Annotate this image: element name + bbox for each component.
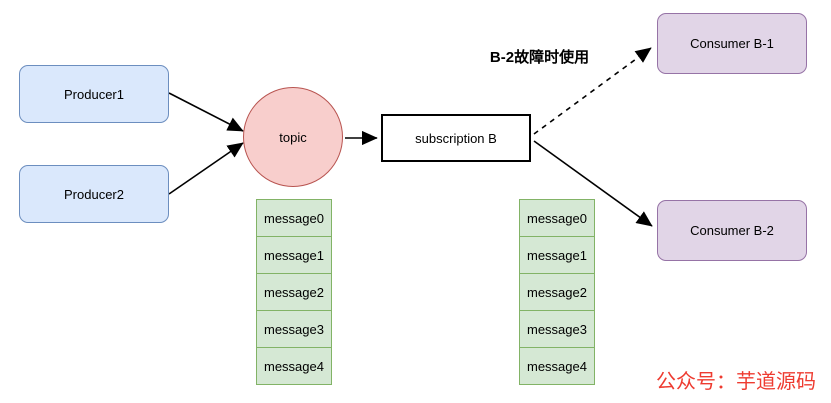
topic-label: topic [279, 129, 307, 145]
consumer-b1-label: Consumer B-1 [690, 36, 774, 51]
subscription-b-node: subscription B [381, 114, 531, 162]
topic-message-stack: message0 message1 message2 message3 mess… [256, 199, 332, 385]
message-cell: message2 [519, 273, 595, 311]
consumer-b1-node: Consumer B-1 [657, 13, 807, 74]
message-cell: message3 [519, 310, 595, 348]
consumer-b2-label: Consumer B-2 [690, 223, 774, 238]
watermark-text: 公众号：芋道源码 [656, 371, 816, 393]
message-cell: message4 [256, 347, 332, 385]
message-cell: message1 [256, 236, 332, 274]
consumer-b2-node: Consumer B-2 [657, 200, 807, 261]
message-cell: message0 [256, 199, 332, 237]
message-cell: message2 [256, 273, 332, 311]
arrow-producer2-to-topic [168, 142, 244, 195]
producer1-label: Producer1 [64, 86, 124, 102]
message-cell: message4 [519, 347, 595, 385]
producer2-node: Producer2 [19, 165, 169, 223]
message-cell: message0 [519, 199, 595, 237]
subscription-message-stack: message0 message1 message2 message3 mess… [519, 199, 595, 385]
topic-node: topic [243, 87, 343, 187]
subscription-b-label: subscription B [415, 130, 497, 146]
producer1-node: Producer1 [19, 65, 169, 123]
producer2-label: Producer2 [64, 186, 124, 202]
message-cell: message1 [519, 236, 595, 274]
failover-note: B-2故障时使用 [489, 49, 590, 66]
arrow-producer1-to-topic [168, 92, 244, 132]
message-cell: message3 [256, 310, 332, 348]
